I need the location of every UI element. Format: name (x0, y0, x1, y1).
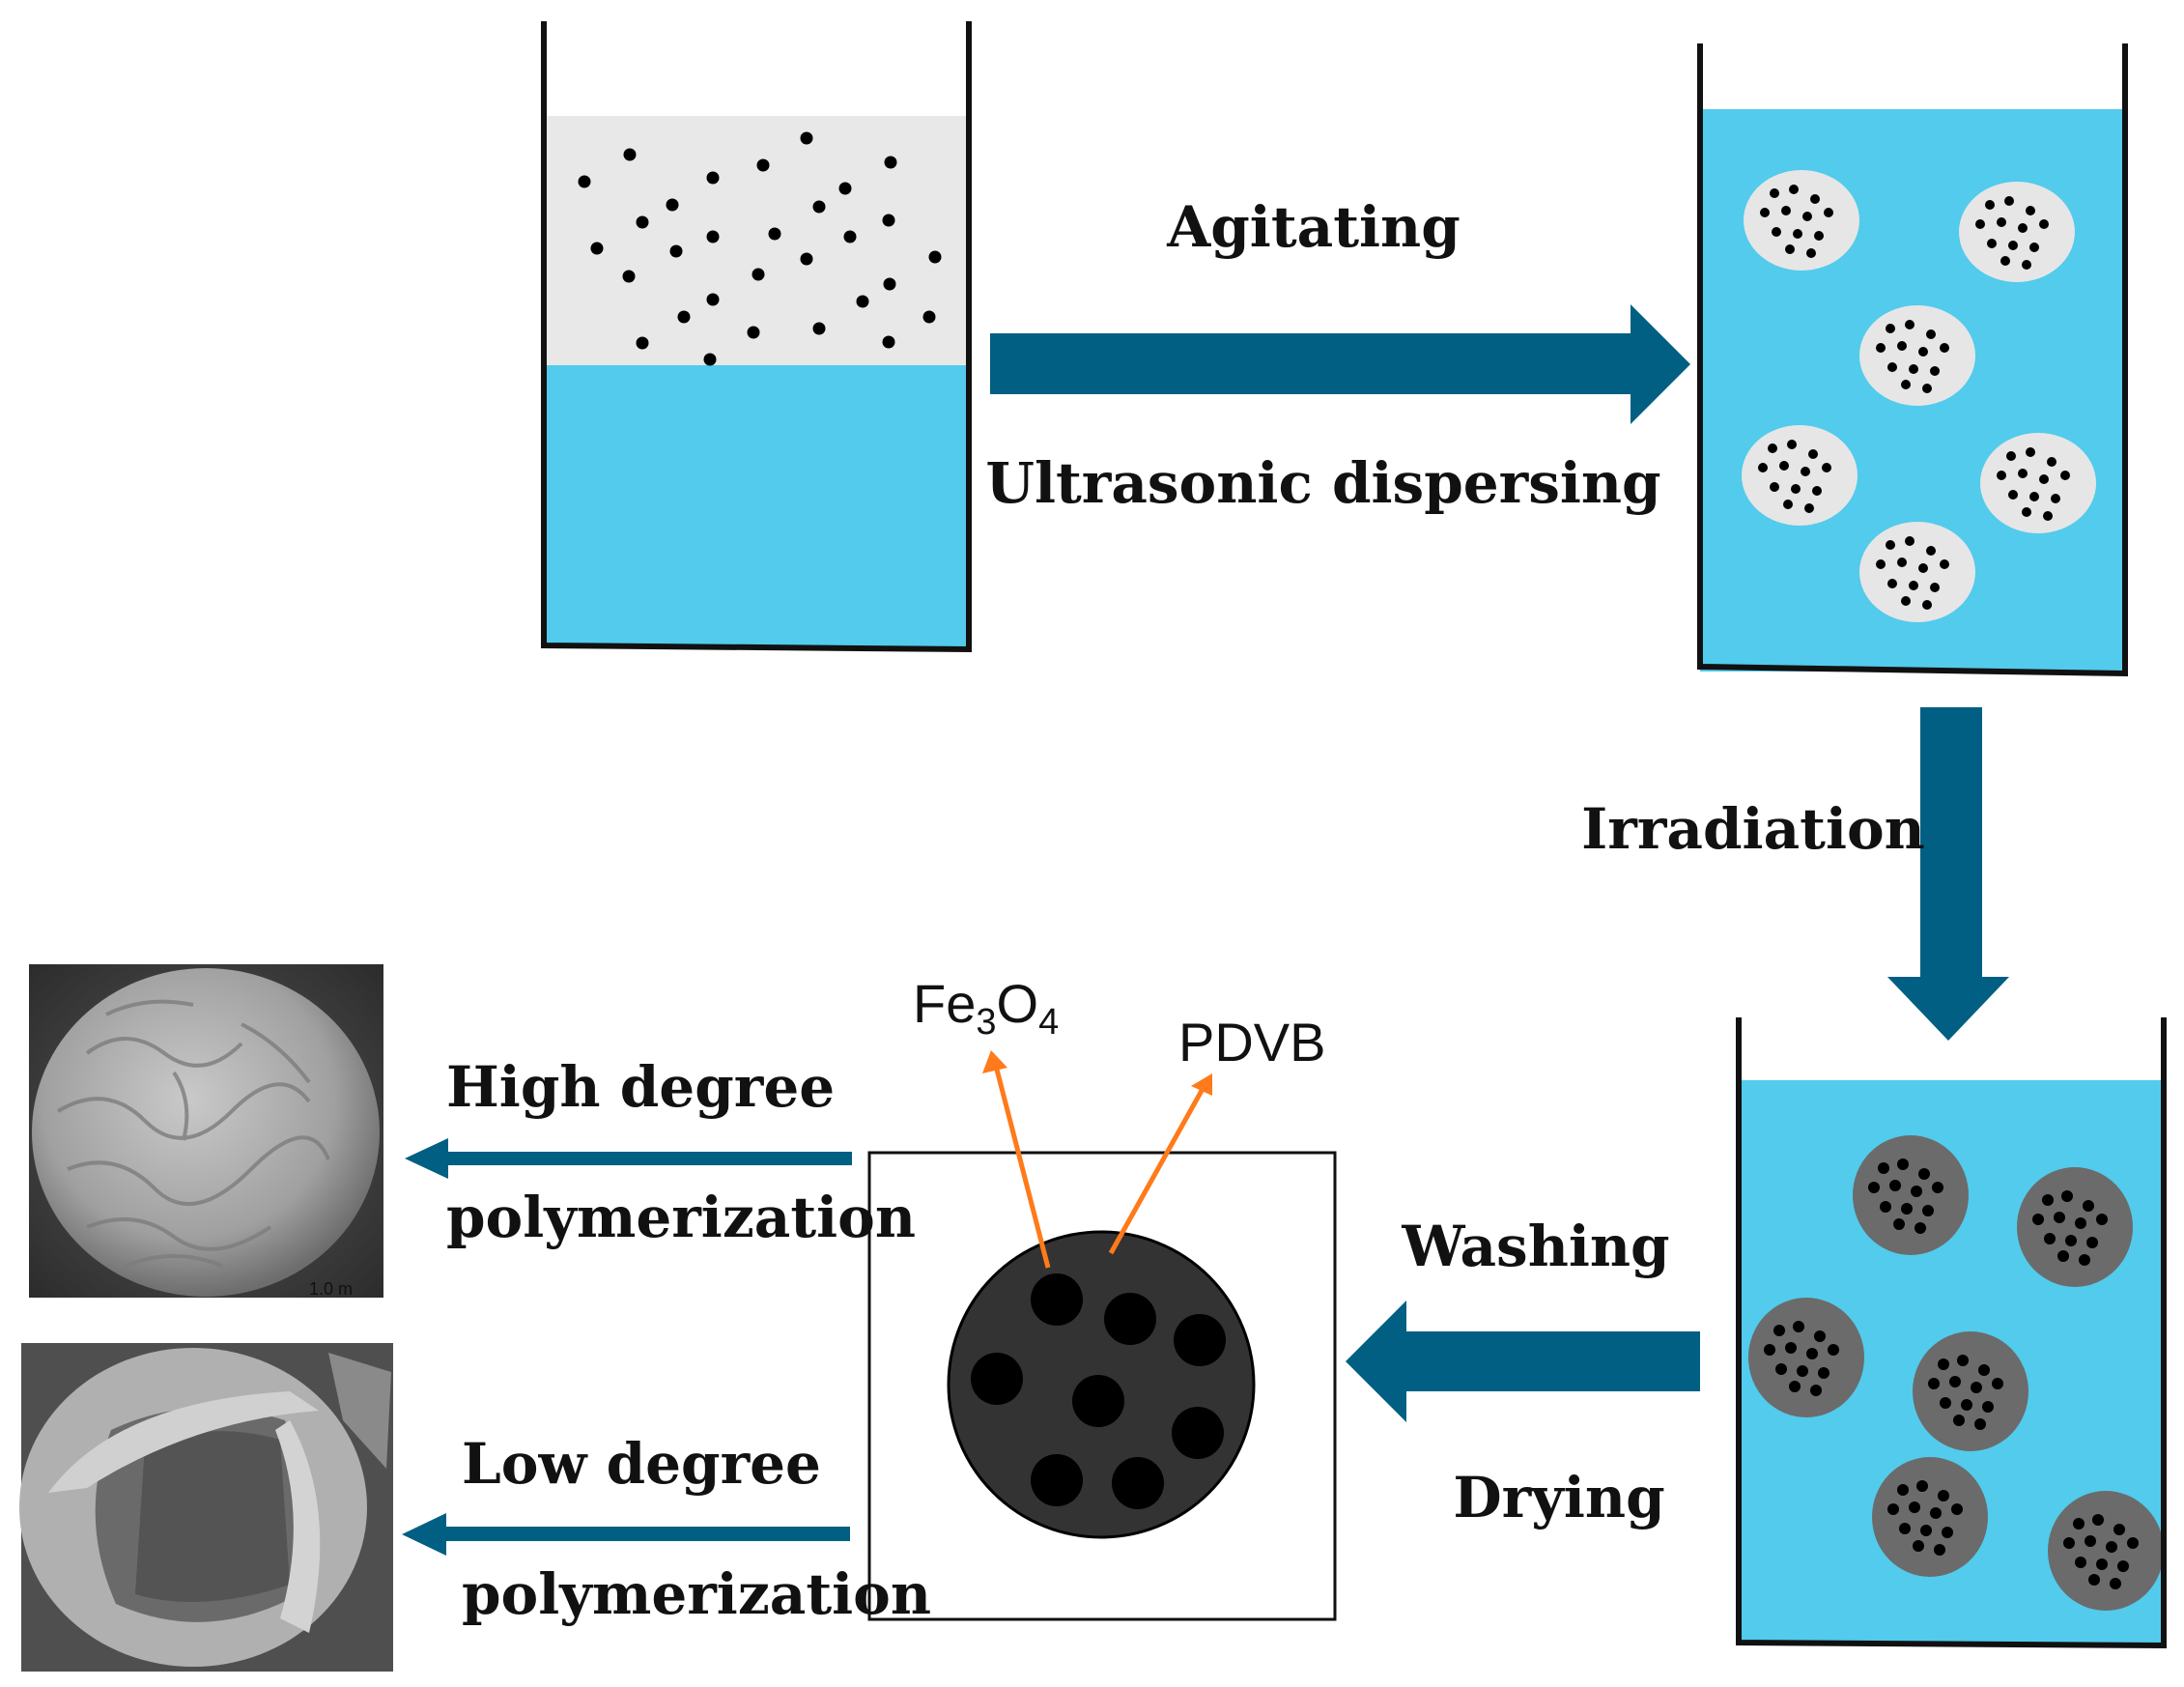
droplet (1959, 182, 2075, 282)
particle-dot (922, 310, 936, 324)
droplet (1853, 1135, 1969, 1255)
particle-dot (883, 277, 896, 291)
particle-dot (578, 175, 591, 188)
droplet (1748, 1298, 1864, 1417)
beaker-wall (1736, 1017, 2167, 1649)
particle-dot (706, 230, 720, 243)
label-agitating: Agitating (1166, 194, 1461, 260)
label-high-polymerization: polymerization (446, 1185, 916, 1250)
pointer-head-icon (982, 1050, 1007, 1073)
nanoparticle (1031, 1454, 1083, 1506)
water-phase (544, 365, 969, 647)
arrow-right-icon (990, 304, 1690, 424)
label-fe3o4: Fe3O4 (913, 973, 1059, 1043)
particle-dot (590, 242, 604, 255)
fe3o4-nanoparticles (971, 1273, 1226, 1509)
beaker-wall (1697, 43, 2128, 677)
label-irradiation: Irradiation (1581, 796, 1925, 862)
shell-edge (48, 1391, 319, 1493)
label-drying: Drying (1453, 1465, 1664, 1530)
polymerized-microspheres (1748, 1135, 2164, 1611)
nanoparticle (1031, 1273, 1083, 1326)
particle-dot (636, 215, 649, 229)
scale-bar-label: 1.0 m (309, 1279, 353, 1299)
emulsion-droplets (1742, 170, 2096, 622)
particle-dot (677, 310, 691, 324)
particle-dot (706, 293, 720, 306)
particle-dot (623, 148, 637, 161)
arrow-agitating: Agitating Ultrasonic dispersing (985, 194, 1690, 516)
branch-low-degree: Low degree polymerization (402, 1431, 931, 1627)
nanoparticle (1112, 1457, 1164, 1509)
nanoparticle (1174, 1314, 1226, 1366)
arrow-down-icon (1887, 707, 2009, 1041)
particle-dot (838, 182, 852, 195)
particle-dot (800, 252, 813, 266)
oil-phase (544, 116, 969, 365)
label-low-degree: Low degree (462, 1431, 821, 1497)
label-washing: Washing (1401, 1214, 1669, 1279)
particle-dot (706, 171, 720, 185)
microsphere-detail: Fe3O4 PDVB (867, 973, 1337, 1621)
droplet (1913, 1331, 2028, 1451)
particle-dot (843, 230, 857, 243)
beaker-initial-mixture (541, 21, 972, 653)
particle-dot (756, 158, 770, 172)
arrow-left-icon (402, 1513, 850, 1556)
label-ultrasonic-dispersing: Ultrasonic dispersing (985, 450, 1660, 516)
particle-dot (882, 335, 895, 349)
nanoparticle (1072, 1375, 1124, 1427)
shell-fold (135, 1431, 290, 1602)
arrow-irradiation: Irradiation (1581, 707, 2009, 1041)
droplet (1744, 170, 1859, 271)
sem-debris (328, 1353, 391, 1469)
particle-dot (882, 214, 895, 227)
droplet (1859, 305, 1975, 406)
branch-high-degree: High degree polymerization (405, 1054, 916, 1250)
nanoparticle (971, 1353, 1023, 1405)
sem-image-low (19, 1343, 393, 1672)
particle-dot (768, 227, 781, 241)
beaker-wall (541, 21, 972, 653)
particle-dot (669, 244, 683, 258)
particle-dot (666, 198, 679, 212)
particle-dot (884, 156, 897, 169)
droplet (2017, 1167, 2133, 1287)
pointer-head-icon (1191, 1073, 1212, 1096)
droplet (1872, 1457, 1988, 1577)
droplet (1980, 433, 2096, 533)
particle-dot (812, 322, 826, 335)
particle-dot (752, 268, 765, 281)
particle-dot (928, 250, 942, 264)
particle-dot (636, 336, 649, 350)
label-low-polymerization: polymerization (462, 1561, 931, 1627)
nanoparticle (1104, 1293, 1156, 1345)
label-high-degree: High degree (446, 1054, 835, 1120)
arrow-washing-drying: Washing Drying (1346, 1214, 1700, 1530)
beaker-emulsion (1697, 43, 2128, 677)
particle-dot (703, 353, 717, 366)
surface-wrinkles (56, 999, 330, 1268)
particle-dot (812, 200, 826, 214)
particle-dot (747, 326, 760, 339)
shell-edge (275, 1420, 321, 1633)
particle-dot (856, 295, 869, 308)
arrow-left-icon (1346, 1301, 1700, 1422)
sem-image-high: 1.0 m (29, 964, 383, 1299)
pointer-pdvb (1108, 1087, 1205, 1255)
beaker-polymerized (1736, 1017, 2167, 1649)
particle-dot (622, 270, 636, 283)
particle-dot (800, 131, 813, 145)
arrow-left-icon (405, 1138, 852, 1179)
pointer-fe3o4 (993, 1065, 1051, 1269)
nanoparticle (1172, 1407, 1224, 1459)
label-pdvb: PDVB (1178, 1012, 1326, 1072)
droplet (1859, 522, 1975, 622)
particle-cloud (578, 131, 942, 366)
droplet (1742, 425, 1858, 526)
droplet (2048, 1491, 2164, 1611)
